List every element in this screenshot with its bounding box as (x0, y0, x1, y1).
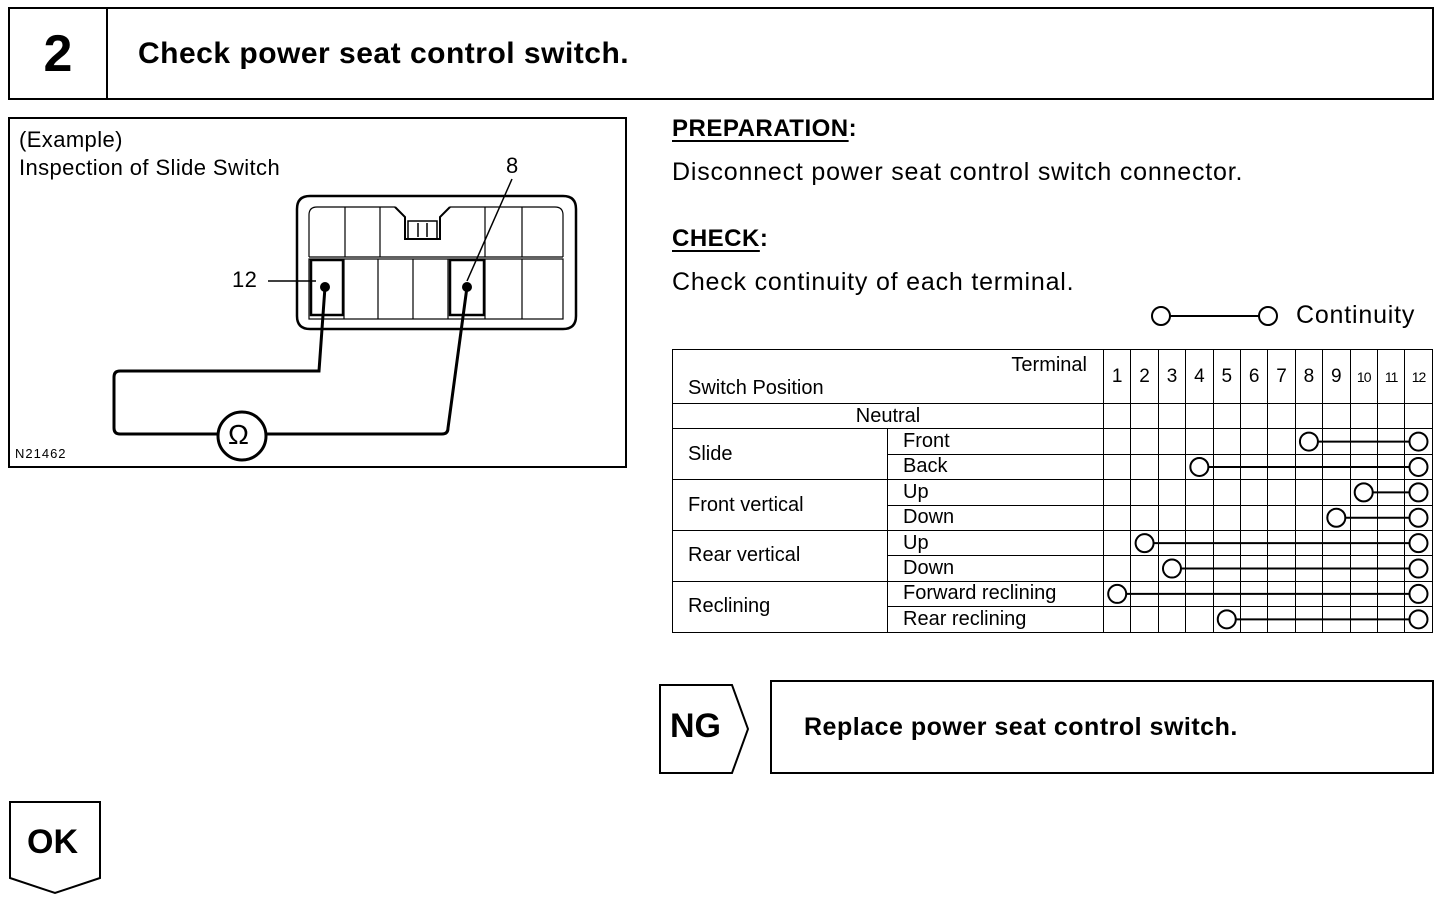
position-label: Front (887, 428, 1104, 455)
terminal-header: 12 (1404, 349, 1433, 404)
table-row: Slide Front (672, 428, 1433, 481)
table-row: Neutral (672, 402, 1433, 430)
row-label-neutral: Neutral (672, 402, 1104, 430)
position-label: Forward reclining (887, 580, 1104, 608)
ohm-symbol: Ω (228, 419, 250, 450)
connector-housing (295, 194, 578, 331)
ohmmeter-icon (216, 410, 268, 462)
table-row: Reclining Forward reclining (672, 580, 1433, 633)
continuity-legend-label: Continuity (1296, 301, 1416, 329)
terminal-8-cavity (448, 258, 486, 317)
ng-label: NG (670, 707, 721, 745)
position-label: Up (887, 529, 1104, 557)
terminal-header: 6 (1239, 349, 1269, 404)
terminal-header: 11 (1376, 349, 1406, 404)
step-title: Check power seat control switch. (138, 36, 630, 70)
table-row: Rear vertical Up (672, 529, 1433, 582)
terminal-header: 5 (1212, 349, 1241, 404)
table-corner-header: Terminal Switch Position (672, 349, 1104, 404)
terminal-label-12: 12 (232, 267, 258, 292)
test-lead-right (266, 286, 469, 436)
terminal-header: 10 (1349, 349, 1378, 404)
position-label: Rear reclining (887, 606, 1104, 633)
figure-caption-title: Inspection of Slide Switch (19, 155, 281, 180)
position-label: Up (887, 479, 1104, 506)
table-header-row: Terminal Switch Position 1 2 3 4 5 6 7 8… (672, 349, 1433, 404)
table-row: Front vertical Up (672, 479, 1433, 531)
terminal-header: 2 (1130, 349, 1159, 404)
connector-bottom-row (308, 258, 564, 320)
header-terminal: Terminal (1011, 354, 1087, 376)
terminal-header: 8 (1294, 349, 1324, 404)
connector-latch (394, 206, 451, 240)
connector-diagram (112, 178, 578, 462)
check-heading: CHECK: (672, 225, 769, 252)
terminal-header: 1 (1102, 349, 1132, 404)
position-label: Back (887, 453, 1104, 481)
terminal-header: 4 (1185, 349, 1214, 404)
ok-arrow-tag (9, 801, 101, 895)
terminal-12-cavity (309, 258, 345, 317)
terminal-label-8: 8 (506, 153, 519, 178)
group-label: Rear vertical (672, 529, 888, 582)
ng-arrow-tag (659, 684, 750, 774)
figure-code: N21462 (15, 446, 67, 461)
step-number: 2 (10, 9, 108, 98)
leader-terminal-8 (466, 178, 513, 282)
check-text: Check continuity of each terminal. (672, 268, 1075, 296)
ok-label: OK (27, 823, 78, 861)
position-label: Down (887, 555, 1104, 582)
group-label: Slide (672, 428, 888, 481)
figure-caption-example: (Example) (19, 127, 123, 152)
ng-action-box: Replace power seat control switch. (770, 680, 1434, 774)
continuity-legend-icon (1151, 306, 1278, 326)
terminal-header: 9 (1322, 349, 1351, 404)
position-label: Down (887, 504, 1104, 531)
terminal-header: 3 (1157, 349, 1187, 404)
step-header: 2 Check power seat control switch. (8, 7, 1434, 100)
test-lead-left (112, 286, 327, 436)
ng-action-text: Replace power seat control switch. (804, 712, 1238, 741)
preparation-heading: PREPARATION: (672, 115, 858, 142)
connector-top-row (308, 206, 564, 258)
terminal-header: 7 (1267, 349, 1296, 404)
header-switch-position: Switch Position (688, 377, 824, 399)
continuity-table: Terminal Switch Position 1 2 3 4 5 6 7 8… (672, 349, 1433, 633)
group-label: Front vertical (672, 479, 888, 531)
preparation-text: Disconnect power seat control switch con… (672, 158, 1244, 186)
inspection-figure: (Example) Inspection of Slide Switch 12 … (8, 117, 627, 468)
group-label: Reclining (672, 580, 888, 633)
